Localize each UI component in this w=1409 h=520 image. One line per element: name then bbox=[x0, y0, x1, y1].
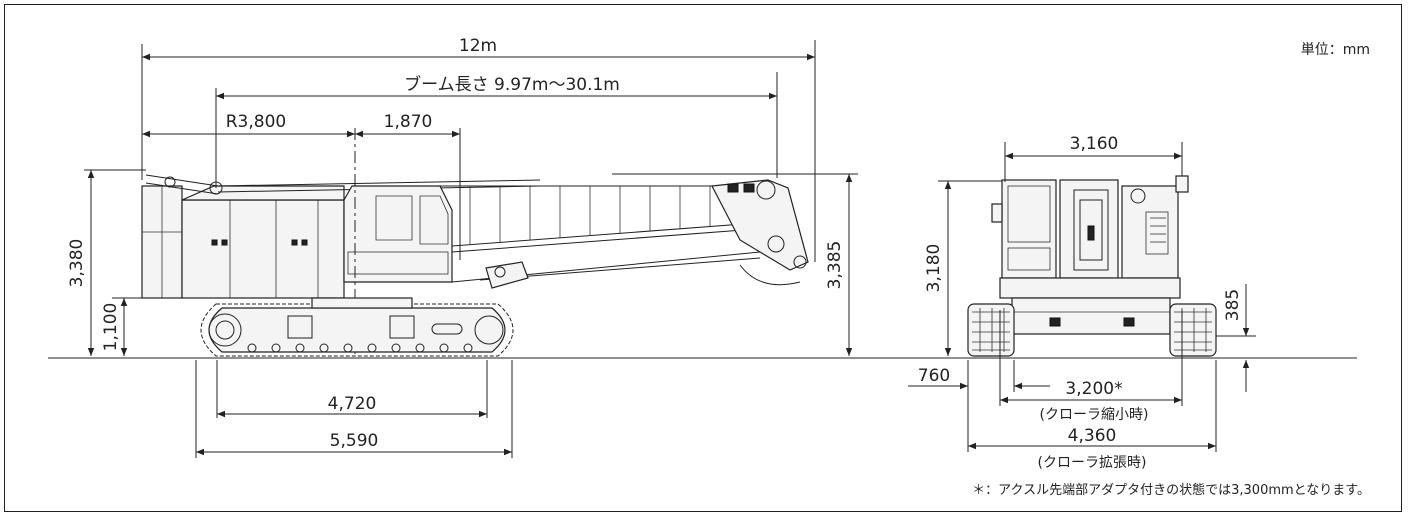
boom-length-label: ブーム長さ 9.97m〜30.1m bbox=[404, 74, 620, 95]
crawler-length-label: 5,590 bbox=[330, 431, 379, 451]
top-width-label: 3,160 bbox=[1070, 134, 1119, 154]
crawler-right bbox=[1169, 303, 1217, 357]
boom bbox=[440, 179, 809, 289]
front-cab bbox=[1001, 179, 1057, 279]
front-offset-label: 1,870 bbox=[384, 112, 433, 132]
retracted-caption: (クローラ縮小時) bbox=[1040, 407, 1149, 423]
overall-height-label: 3,380 bbox=[67, 239, 87, 288]
front-view: 3,160 3,180 385 760 3,200* (クローラ縮小時) 4,3… bbox=[908, 134, 1256, 471]
extended-caption: (クローラ拡張時) bbox=[1038, 455, 1147, 471]
drawing-frame bbox=[4, 4, 1402, 512]
tumbler-distance-label: 4,720 bbox=[328, 394, 377, 414]
crawler-side bbox=[200, 297, 514, 357]
crawler-left bbox=[967, 303, 1015, 357]
crawler-height-label: 385 bbox=[1223, 289, 1243, 321]
footnote: ＊：アクスル先端部アダプタ付きの状態では3,300mmとなります。 bbox=[972, 482, 1370, 498]
unit-label: 単位：mm bbox=[1301, 42, 1370, 58]
shoe-width-label: 760 bbox=[918, 366, 950, 386]
machinery-housing bbox=[181, 199, 345, 299]
front-height-label: 3,180 bbox=[924, 244, 944, 293]
extended-width-label: 4,360 bbox=[1068, 426, 1117, 446]
ground-clearance-label: 1,100 bbox=[101, 303, 121, 352]
retracted-width-label: 3,200* bbox=[1065, 379, 1122, 399]
operator-cab bbox=[343, 185, 453, 283]
tail-radius-label: R3,800 bbox=[226, 112, 286, 132]
boom-height-label: 3,385 bbox=[825, 241, 845, 290]
overall-length-label: 12m bbox=[459, 36, 497, 56]
side-view: 12m ブーム長さ 9.97m〜30.1m R3,800 1,870 3,380… bbox=[67, 36, 858, 458]
